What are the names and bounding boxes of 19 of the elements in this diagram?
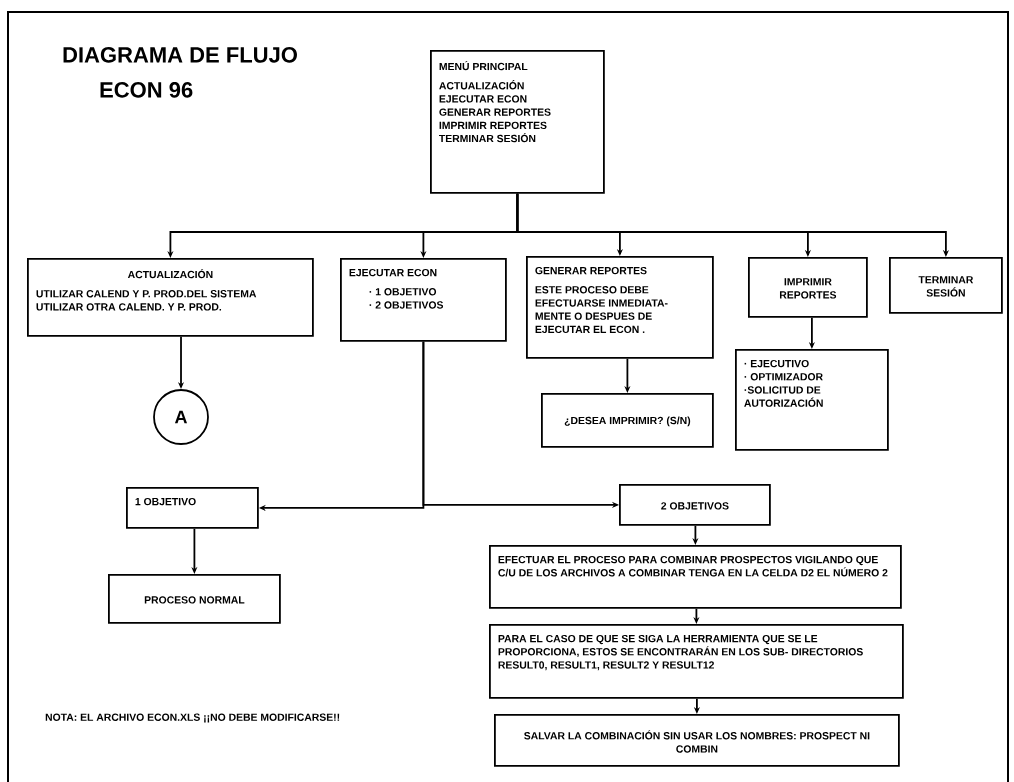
note: NOTA: EL ARCHIVO ECON.XLS ¡¡NO DEBE MODIFICARSE!!	[45, 713, 340, 723]
process-box: IMPRIMIR REPORTES	[748, 257, 868, 318]
process-box: ACTUALIZACIÓN UTILIZAR CALEND Y P. PROD.DEL SISTEMA UTILIZAR OTRA CALEND. Y P. PROD.	[27, 258, 314, 337]
process-box: 1 OBJETIVO	[126, 487, 259, 529]
arrow	[422, 340, 619, 508]
process-box: ¿DESEA IMPRIMIR? (S/N)	[541, 393, 714, 448]
process-box: TERMINAR SESIÓN	[889, 257, 1003, 314]
process-box: PARA EL CASO DE QUE SE SIGA LA HERRAMIENTA QUE SE LE PROPORCIONA, ESTOS SE ENCONTRARÁN EN LOS SUB- DIRECTORIOS RESULT0, RESULT1, RESULT2 Y RESULT12	[489, 624, 904, 699]
menu-box: MENÚ PRINCIPAL ACTUALIZACIÓN EJECUTAR ECON GENERAR REPORTES IMPRIMIR REPORTES TERMINAR SESIÓN	[430, 50, 605, 194]
process-box: EFECTUAR EL PROCESO PARA COMBINAR PROSPECTOS VIGILANDO QUE C/U DE LOS ARCHIVOS A COMBINAR TENGA EN LA CELDA D2 EL NÚMERO 2	[489, 545, 902, 609]
process-box: EJECUTAR ECON · 1 OBJETIVO · 2 OBJETIVOS	[340, 258, 507, 342]
process-box: · EJECUTIVO · OPTIMIZADOR ·SOLICITUD DE AUTORIZACIÓN	[735, 349, 889, 451]
process-box: PROCESO NORMAL	[108, 574, 281, 624]
process-box: 2 OBJETIVOS	[619, 484, 771, 526]
arrow	[516, 192, 949, 257]
subtitle: ECON 96	[100, 82, 193, 98]
process-box: SALVAR LA COMBINACIÓN SIN USAR LOS NOMBRES: PROSPECT NI COMBIN	[494, 714, 900, 767]
title: DIAGRAMA DE FLUJO	[63, 47, 297, 63]
process-box: GENERAR REPORTES ESTE PROCESO DEBE EFECTUARSE INMEDIATA- MENTE O DESPUES DE EJECUTAR EL ECON .	[526, 256, 714, 359]
